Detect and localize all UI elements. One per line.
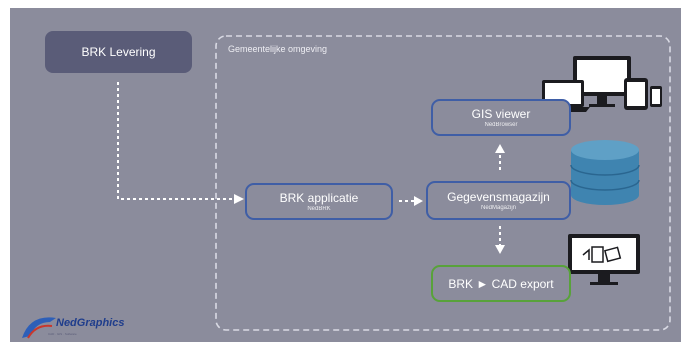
nedgraphics-logo-mark [22, 317, 56, 339]
connector-levering-to-applicatie [117, 82, 236, 200]
gis-viewer-label: GIS viewer [471, 106, 531, 121]
database-icon [570, 140, 640, 205]
gegevensmagazijn-node: Gegevensmagazijn NedMagazijn [426, 181, 571, 220]
cad-export-label: BRK ► CAD export [448, 276, 554, 291]
environment-boundary [215, 35, 671, 331]
brk-applicatie-sublabel: NedBRK [307, 205, 331, 212]
gegevensmagazijn-sublabel: NedMagazijn [480, 204, 517, 211]
logo-tagline: CAD · GIS · Software [48, 332, 77, 336]
cad-export-node: BRK ► CAD export [431, 265, 571, 302]
gegevensmagazijn-label: Gegevensmagazijn [447, 189, 550, 204]
brk-applicatie-node: BRK applicatie NedBRK [245, 183, 393, 220]
brk-levering-label: BRK Levering [81, 45, 156, 59]
brk-applicatie-label: BRK applicatie [279, 190, 359, 205]
gis-viewer-node: GIS viewer NedBrowser [431, 99, 571, 136]
arrowhead-applicatie [234, 194, 244, 204]
arrowhead-magazijn [414, 196, 423, 206]
cad-monitor-icon [568, 234, 640, 285]
arrowhead-gis [495, 144, 505, 153]
arrowhead-cad [495, 245, 505, 254]
environment-label: Gemeentelijke omgeving [228, 44, 328, 54]
logo-wordmark: NedGraphics [56, 317, 125, 329]
brk-levering-node: BRK Levering [45, 31, 192, 73]
gis-viewer-sublabel: NedBrowser [484, 121, 518, 128]
